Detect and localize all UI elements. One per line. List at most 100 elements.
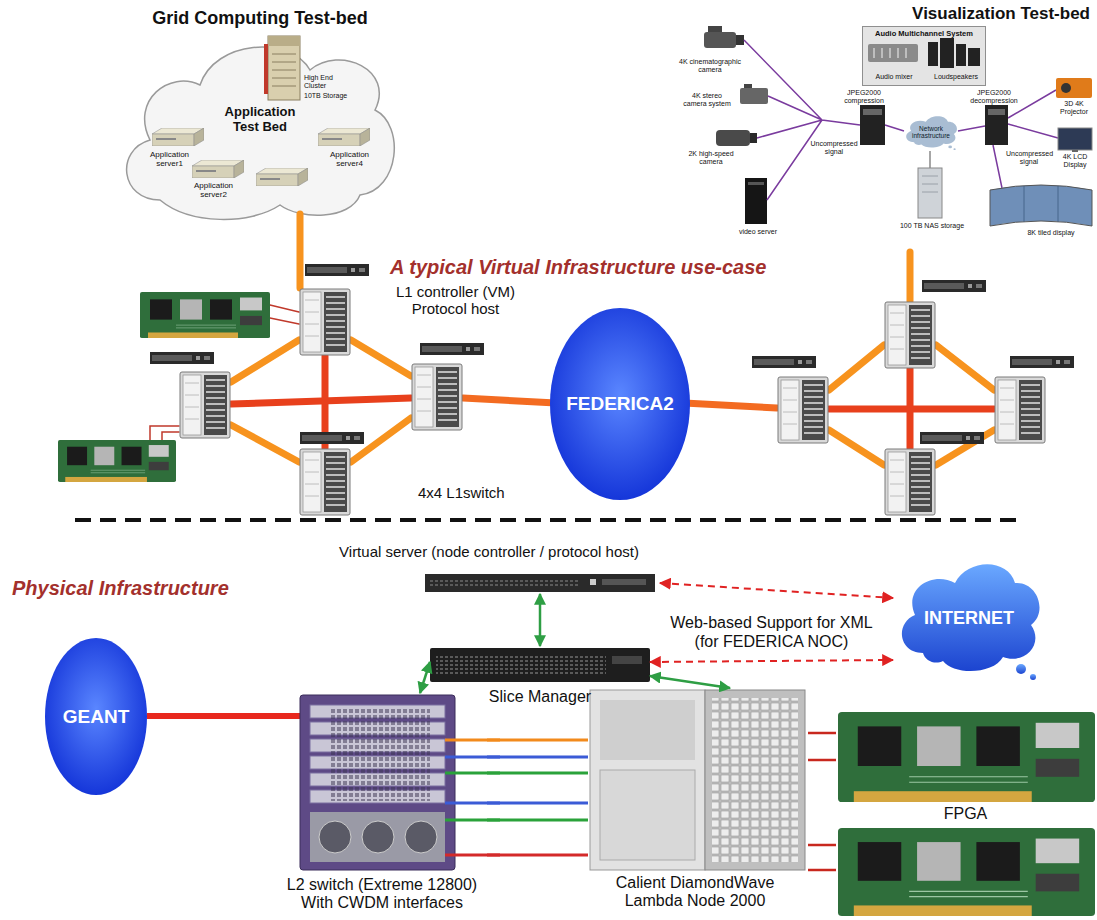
panel-heading: Audio Multichannel System [863, 30, 985, 39]
slice-manager-drawing [430, 648, 650, 682]
label-box: video server [733, 228, 783, 236]
part-label: video server [733, 228, 783, 236]
l1-switch [412, 364, 462, 430]
fpga-card [838, 828, 1095, 916]
slice-manager-drawing [430, 648, 650, 682]
label-box: 100 TB NAS storage [893, 222, 971, 230]
grid-testbed-drawing [272, 54, 296, 86]
grid-testbed-drawing [268, 36, 300, 46]
cameras [750, 133, 757, 143]
l1-cluster-links [463, 398, 556, 403]
label-box: 4x4 L1switch [418, 484, 505, 501]
visualization-drawing [863, 109, 882, 115]
cloud-label: Application Test Bed [215, 105, 305, 135]
visualization-drawing [1024, 186, 1058, 222]
l2-switch-drawing [362, 821, 394, 853]
device-label: FPGA [944, 805, 988, 823]
calient-drawing [712, 698, 798, 862]
visualization-drawing [929, 151, 931, 168]
testbed-heading: Grid Computing Test-bed [120, 8, 400, 29]
visualization-drawing [922, 176, 938, 192]
cameras [744, 84, 752, 88]
l1-cluster-devices [752, 280, 1074, 515]
loudspeaker [956, 44, 966, 66]
fpga-link [808, 759, 836, 762]
cwdm-link [487, 802, 588, 805]
part-label: 4x4 L1switch [418, 484, 505, 501]
cloud-shape [906, 116, 957, 147]
l1-switch [300, 289, 350, 355]
cameras [716, 130, 750, 146]
label-box: 2K high-speed camera [678, 150, 744, 166]
rack-server [752, 356, 816, 368]
application-server [192, 160, 244, 178]
part-label: 4K cinematographic camera [678, 58, 742, 74]
loudspeaker [968, 48, 980, 66]
cwdm-link [487, 854, 588, 857]
device-label: Virtual server (node controller / protoc… [318, 543, 660, 560]
signal-lines [744, 40, 1058, 200]
calient-drawing [590, 690, 705, 870]
codec-box [985, 105, 1008, 145]
part-label: Application server4 [322, 150, 377, 168]
ellipse-shape [550, 308, 690, 500]
l2-switch-drawing [300, 695, 455, 870]
connectors [147, 583, 893, 870]
cameras [704, 32, 736, 48]
slice-manager-drawing [612, 656, 642, 664]
federica-ellipse: FEDERICA2 [550, 308, 690, 500]
l1-cluster-links [231, 340, 299, 382]
cwdm-link [487, 819, 588, 822]
fpga-card [58, 440, 176, 482]
network-name: FEDERICA2 [566, 393, 674, 415]
edge-label-box: Web-based Support for XML (for FEDERICA … [662, 614, 882, 651]
l1-switch [885, 449, 935, 515]
l1-cluster-links [351, 340, 411, 376]
virtual-server-drawing [430, 578, 580, 588]
part-label: JPEG2000 decompression [964, 89, 1024, 105]
testbed-heading: Visualization Test-bed [890, 4, 1090, 24]
part-label: High End Cluster [304, 74, 354, 90]
section-divider [75, 518, 1022, 522]
label-box: 3D 4K Projector [1054, 100, 1094, 116]
visualization-testbed: Audio Multichannel SystemAudio mixerLoud… [676, 2, 1095, 252]
calient-drawing [600, 700, 695, 760]
l1-cluster-links [684, 403, 777, 408]
control-link [420, 662, 430, 693]
cwdm-link [487, 756, 588, 759]
codec-box [860, 105, 885, 145]
visualization-drawing [988, 109, 1005, 115]
fpga-cards: FPGA [836, 710, 1095, 918]
l1-switch [995, 377, 1045, 443]
grid-testbed-cloud: Grid Computing Test-bedApplication Test … [120, 6, 400, 222]
label-box: Application server2 [186, 181, 241, 199]
rack-server [420, 343, 484, 355]
cloud-bubble [1016, 664, 1026, 674]
geant-ellipse: GEANT [45, 638, 147, 795]
part-label: 100 TB NAS storage [893, 222, 971, 230]
tiled-display [990, 185, 1092, 226]
visualization-drawing [704, 26, 1092, 226]
calient-drawing [600, 770, 695, 860]
network-name: GEANT [63, 706, 130, 728]
cluster-tower [268, 36, 300, 100]
virtual-server: Virtual server (node controller / protoc… [318, 543, 660, 594]
fpga-cards-drawing [838, 712, 1095, 916]
part-label: 8K tiled display [1010, 229, 1092, 237]
application-server [152, 128, 204, 146]
network-name: INTERNET [924, 608, 1014, 629]
cameras [740, 88, 768, 104]
fpga-card [838, 712, 1095, 802]
part-label: Application server2 [186, 181, 241, 199]
l2-switch-drawing [319, 821, 351, 853]
l2-switch-drawing [310, 812, 445, 862]
virtual-server-drawing [590, 579, 596, 585]
l1-cluster-links [231, 425, 299, 462]
part-label: JPEG2000 compression [836, 89, 892, 105]
l2-switch: L2 switch (Extreme 12800) With CWDM inte… [277, 693, 487, 918]
video-server [745, 178, 767, 224]
geant-link [147, 713, 277, 719]
virtual-server-drawing [425, 574, 655, 592]
